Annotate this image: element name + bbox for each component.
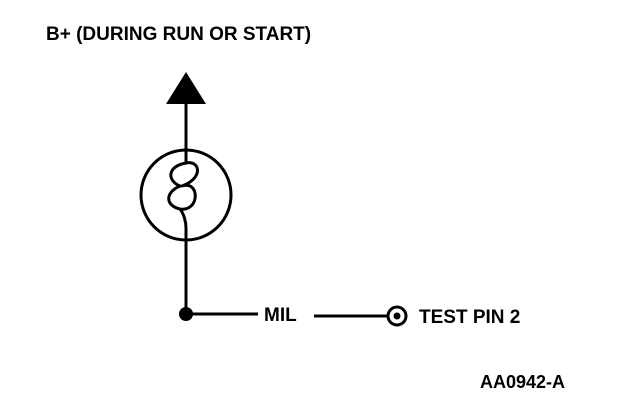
lamp-bulb-icon <box>139 148 233 242</box>
test-terminal-icon <box>386 305 408 327</box>
mil-label: MIL <box>264 305 297 326</box>
up-arrow-icon <box>166 72 206 104</box>
supply-label: B+ (DURING RUN OR START) <box>46 24 311 45</box>
figure-code: AA0942-A <box>480 372 565 392</box>
test-pin-label: TEST PIN 2 <box>419 307 520 328</box>
